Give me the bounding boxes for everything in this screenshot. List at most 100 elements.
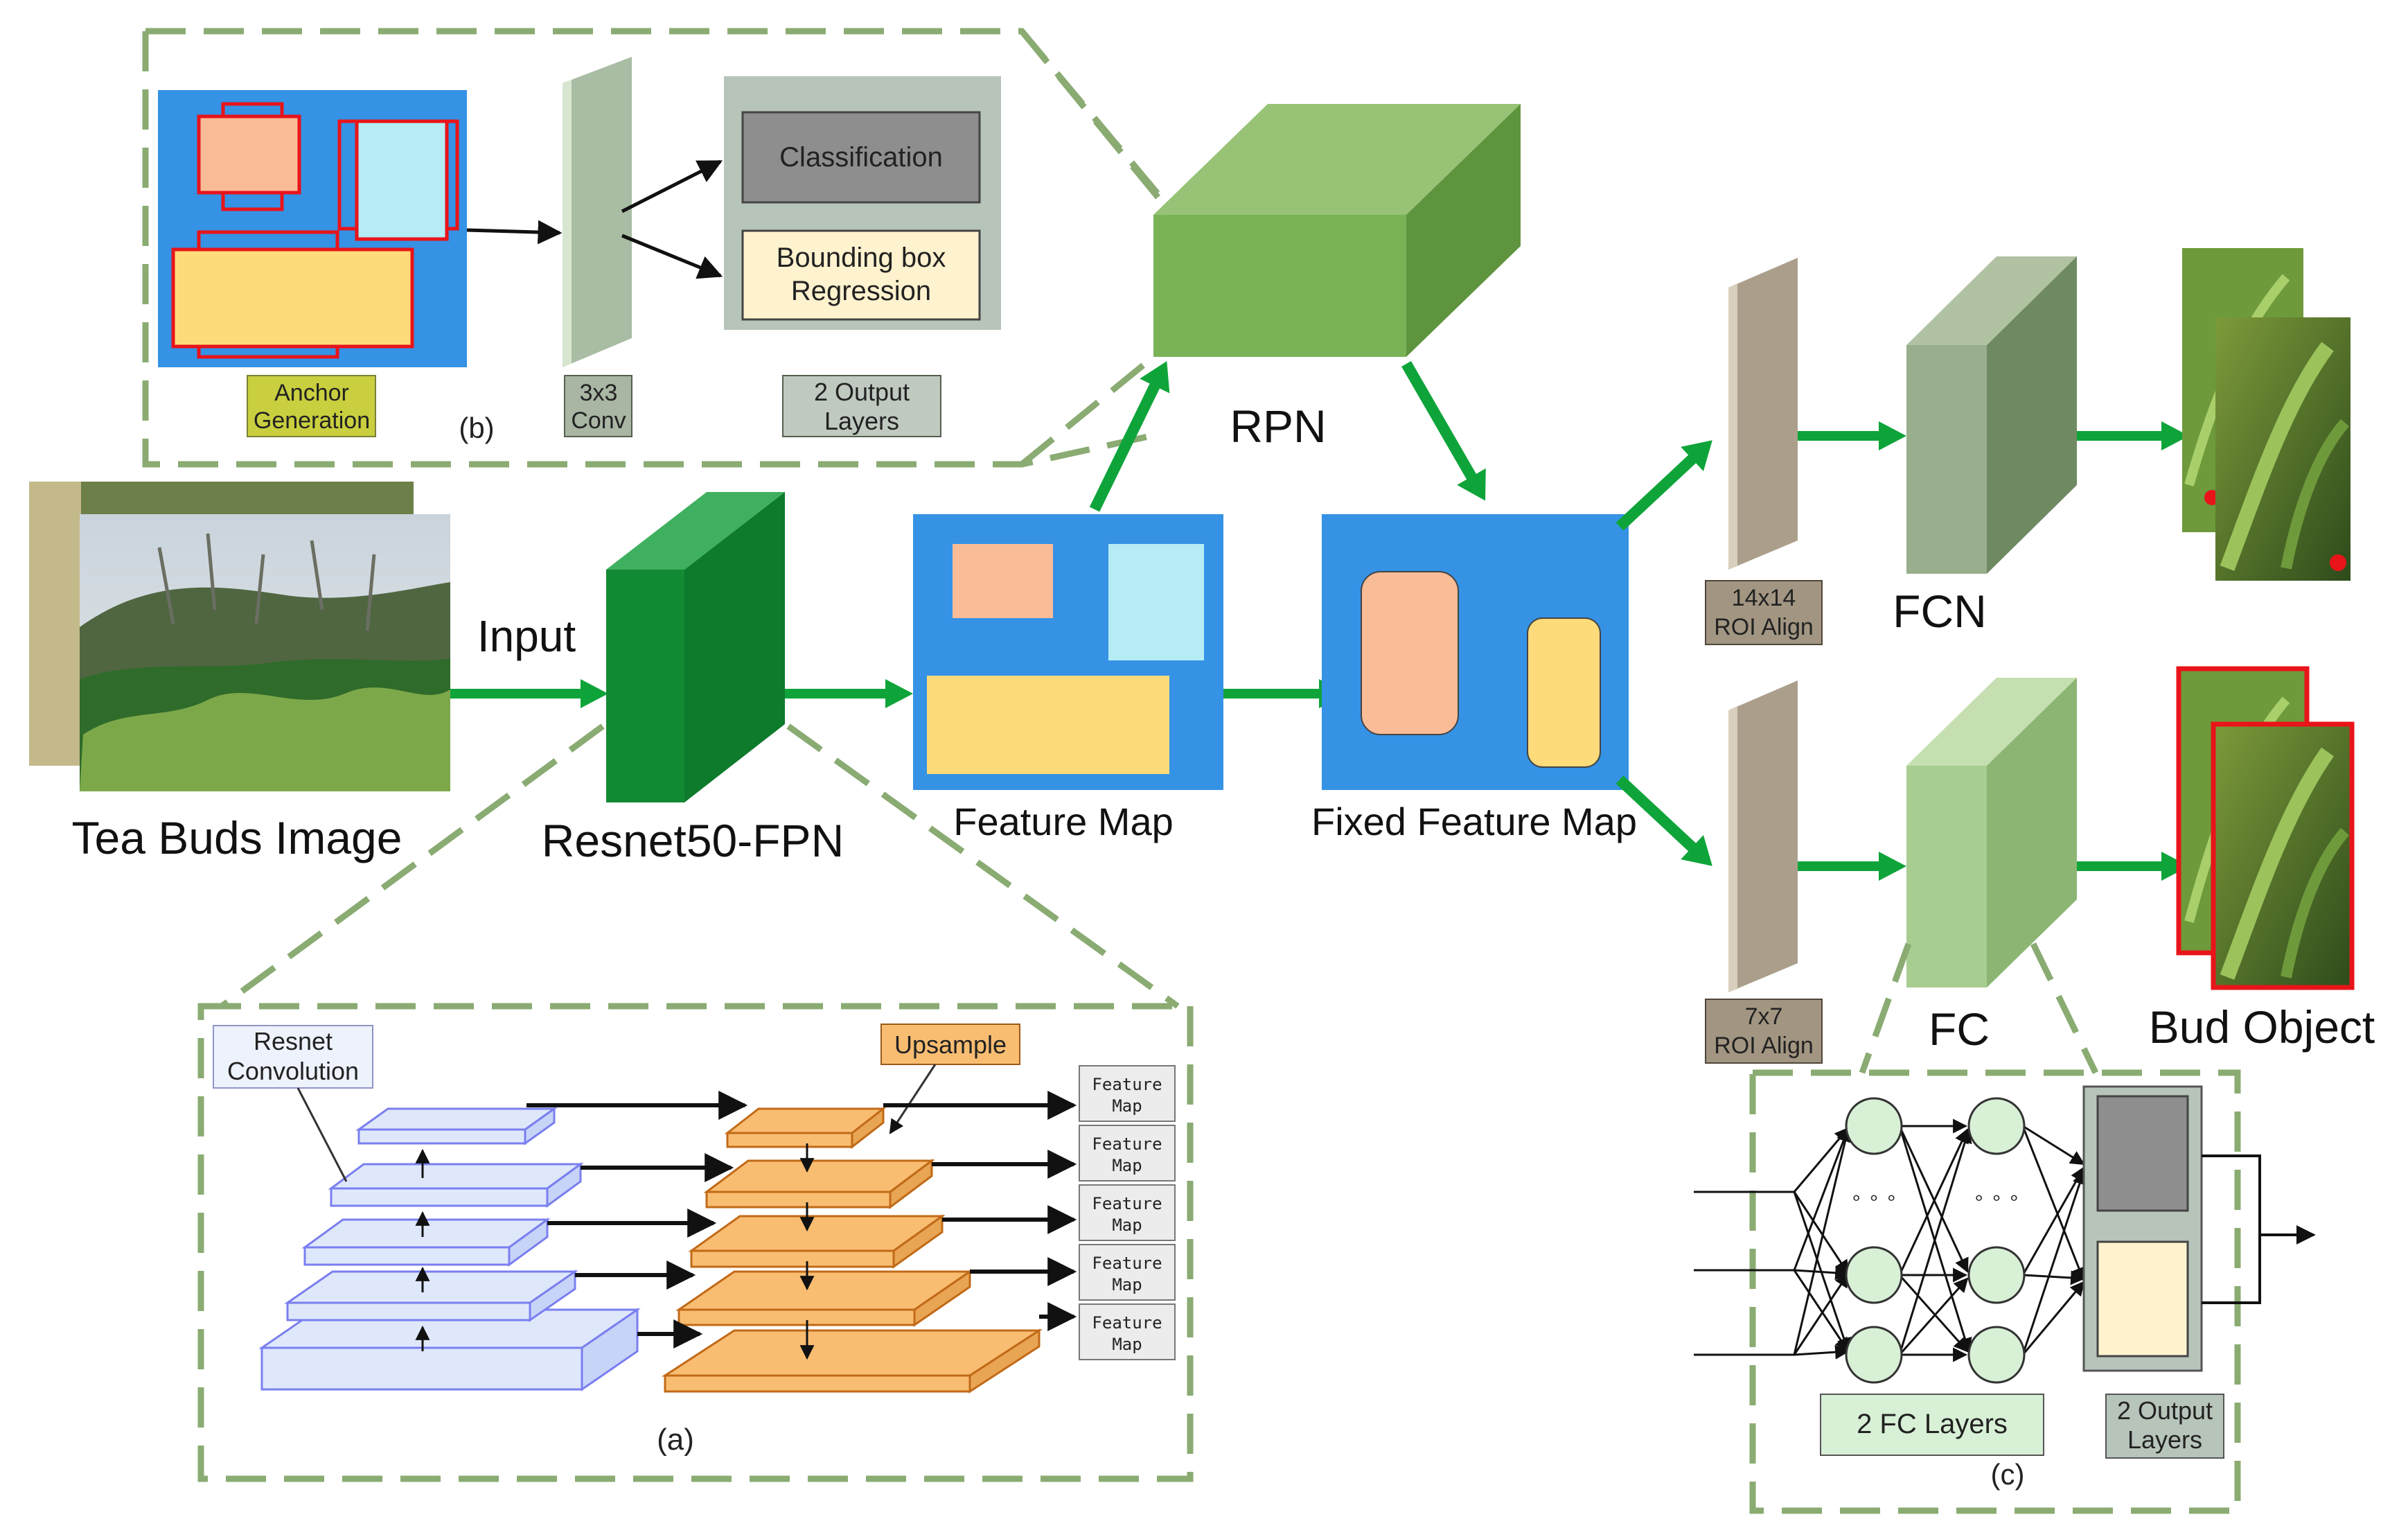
fc-layer2-ellipsis: ∘ ∘ ∘ bbox=[1973, 1187, 2020, 1209]
fpn-feature-map-box bbox=[1079, 1125, 1176, 1182]
fc-layers-label: 2 FC Layers bbox=[1857, 1409, 2008, 1439]
panel-a-tag: (a) bbox=[657, 1423, 694, 1457]
anchor-label-box bbox=[247, 375, 376, 437]
fpn-feature-map-line1: Feature bbox=[1092, 1134, 1162, 1154]
arrow-input-to-resnet bbox=[450, 679, 608, 708]
bbox-regression-line1: Bounding box bbox=[777, 243, 946, 273]
roi7-label-box bbox=[1705, 999, 1823, 1064]
fc-nodes bbox=[1845, 1097, 2026, 1384]
tea-buds-image bbox=[29, 482, 450, 791]
roi7-label-line2: ROI Align bbox=[1714, 1033, 1814, 1059]
arrow-roi7-to-fc bbox=[1798, 852, 1906, 881]
classification-label: Classification bbox=[779, 142, 943, 173]
panel-b-zoom-line bbox=[1020, 354, 1156, 467]
anchor-label-line2: Generation bbox=[254, 407, 370, 434]
fpn-feature-map-line1: Feature bbox=[1092, 1075, 1162, 1094]
fc-output-merge bbox=[2202, 1154, 2314, 1304]
roi-align-14-slab bbox=[1728, 258, 1798, 570]
upsample-label-box bbox=[880, 1024, 1020, 1065]
fpn-feature-map-line2: Map bbox=[1112, 1156, 1142, 1175]
fpn-feature-map-line2: Map bbox=[1112, 1215, 1142, 1235]
input-label: Input bbox=[477, 611, 576, 661]
arrow-conv-to-bbox bbox=[621, 234, 723, 279]
bud-object-images bbox=[2176, 666, 2355, 990]
panel-a: Resnet Convolution Upsample bbox=[197, 1003, 1194, 1482]
arrow-fcn-to-mask bbox=[2077, 421, 2189, 450]
fpn-feature-map-labels: Feature Map Feature Map Feature Map Feat… bbox=[1079, 1065, 1176, 1360]
tea-image-branches bbox=[157, 533, 376, 631]
bbox-regression-line2: Regression bbox=[791, 276, 931, 306]
classification-box bbox=[741, 111, 981, 204]
fcn-label: FCN bbox=[1893, 586, 1987, 637]
tea-image-leaves bbox=[80, 687, 450, 791]
panel-b-tag: (b) bbox=[459, 412, 494, 444]
panel-c-zoom-line bbox=[2030, 942, 2099, 1074]
arrow-anchor-to-conv bbox=[466, 220, 563, 245]
feature-map-label: Feature Map bbox=[953, 800, 1174, 843]
fc-output-label-box bbox=[2105, 1394, 2224, 1459]
fpn-feature-map-line1: Feature bbox=[1092, 1254, 1162, 1273]
fcn-block bbox=[1906, 256, 2077, 574]
rpn-block bbox=[1153, 104, 1521, 357]
fc-output-classification bbox=[2096, 1095, 2189, 1212]
fc-output-label-line2: Layers bbox=[2127, 1425, 2202, 1454]
tea-buds-image-label: Tea Buds Image bbox=[72, 812, 402, 863]
roi14-label-line1: 14x14 bbox=[1732, 585, 1796, 611]
anchor-box bbox=[355, 119, 449, 241]
fc-label: FC bbox=[1929, 1003, 1990, 1055]
panel-c-tag: (c) bbox=[1991, 1458, 2025, 1491]
panel-b: Anchor Generation 3x3 Conv Classificatio… bbox=[142, 28, 1167, 468]
fc-layer1-ellipsis: ∘ ∘ ∘ bbox=[1850, 1187, 1897, 1209]
resnet-convolution-line2: Convolution bbox=[227, 1057, 359, 1085]
fc-output-label-line1: 2 Output bbox=[2117, 1396, 2213, 1425]
panel-c: ∘ ∘ ∘ ∘ ∘ ∘ 2 FC Layers 2 Output Layers … bbox=[1694, 942, 2314, 1514]
fpn-feature-map-line1: Feature bbox=[1092, 1313, 1162, 1333]
fpn-feature-map-box bbox=[1079, 1303, 1176, 1360]
arrow-conv-to-class bbox=[621, 159, 723, 213]
fpn-feature-map-line2: Map bbox=[1112, 1335, 1142, 1354]
arrow-rpn-to-fixed bbox=[1401, 361, 1486, 501]
roi14-label-line2: ROI Align bbox=[1714, 614, 1814, 640]
arrow-fc-to-bud bbox=[2077, 852, 2189, 881]
resnet-convolution-label-box bbox=[213, 1025, 373, 1089]
conv-label-box bbox=[564, 375, 632, 437]
fpn-feature-map-box bbox=[1079, 1244, 1176, 1301]
panel-a-zoom-line bbox=[220, 723, 605, 1009]
rpn-label: RPN bbox=[1230, 401, 1326, 452]
output-label-line2: Layers bbox=[824, 407, 899, 435]
fixed-feature-map bbox=[1322, 514, 1629, 790]
fc-layers-label-box bbox=[1820, 1394, 2044, 1456]
conv-slab-edge bbox=[563, 80, 572, 367]
arrow-fixed-to-roi7 bbox=[1615, 775, 1712, 866]
anchor-box bbox=[171, 247, 414, 349]
anchor-label-line1: Anchor bbox=[274, 380, 349, 406]
roi-align-7-slab bbox=[1728, 680, 1798, 992]
arrow-fixed-to-roi14 bbox=[1615, 440, 1712, 531]
resnet-convolution-stack bbox=[258, 1107, 641, 1391]
fpn-feature-map-box bbox=[1079, 1065, 1176, 1122]
roi14-label-box bbox=[1705, 580, 1823, 645]
resnet-block bbox=[606, 492, 785, 802]
output-label-box bbox=[782, 375, 941, 437]
feature-map bbox=[913, 514, 1223, 790]
anchor-box bbox=[197, 114, 301, 195]
panel-a-zoom-line bbox=[786, 723, 1180, 1009]
output-label-line1: 2 Output bbox=[814, 378, 910, 406]
panel-c-zoom-line bbox=[1859, 942, 1912, 1074]
tea-image-back-left bbox=[29, 482, 81, 766]
fpn-feature-map-box bbox=[1079, 1184, 1176, 1241]
fpn-feature-map-line1: Feature bbox=[1092, 1194, 1162, 1213]
resnet-label: Resnet50-FPN bbox=[542, 815, 844, 866]
panel-a-border bbox=[197, 1003, 1194, 1482]
fixed-feature-map-label: Fixed Feature Map bbox=[1311, 800, 1637, 843]
arrow-resnet-to-feature-map bbox=[785, 679, 913, 708]
arrow-feature-map-to-rpn bbox=[1089, 361, 1170, 512]
fc-output-regression bbox=[2096, 1240, 2189, 1358]
roi7-label-line1: 7x7 bbox=[1745, 1003, 1783, 1030]
upsample-stack bbox=[661, 1106, 1043, 1394]
bbox-regression-box bbox=[741, 229, 981, 321]
upsample-pointer bbox=[889, 1064, 937, 1134]
arrow-roi14-to-fcn bbox=[1798, 421, 1906, 450]
panel-b-zoom-line bbox=[1019, 29, 1167, 207]
